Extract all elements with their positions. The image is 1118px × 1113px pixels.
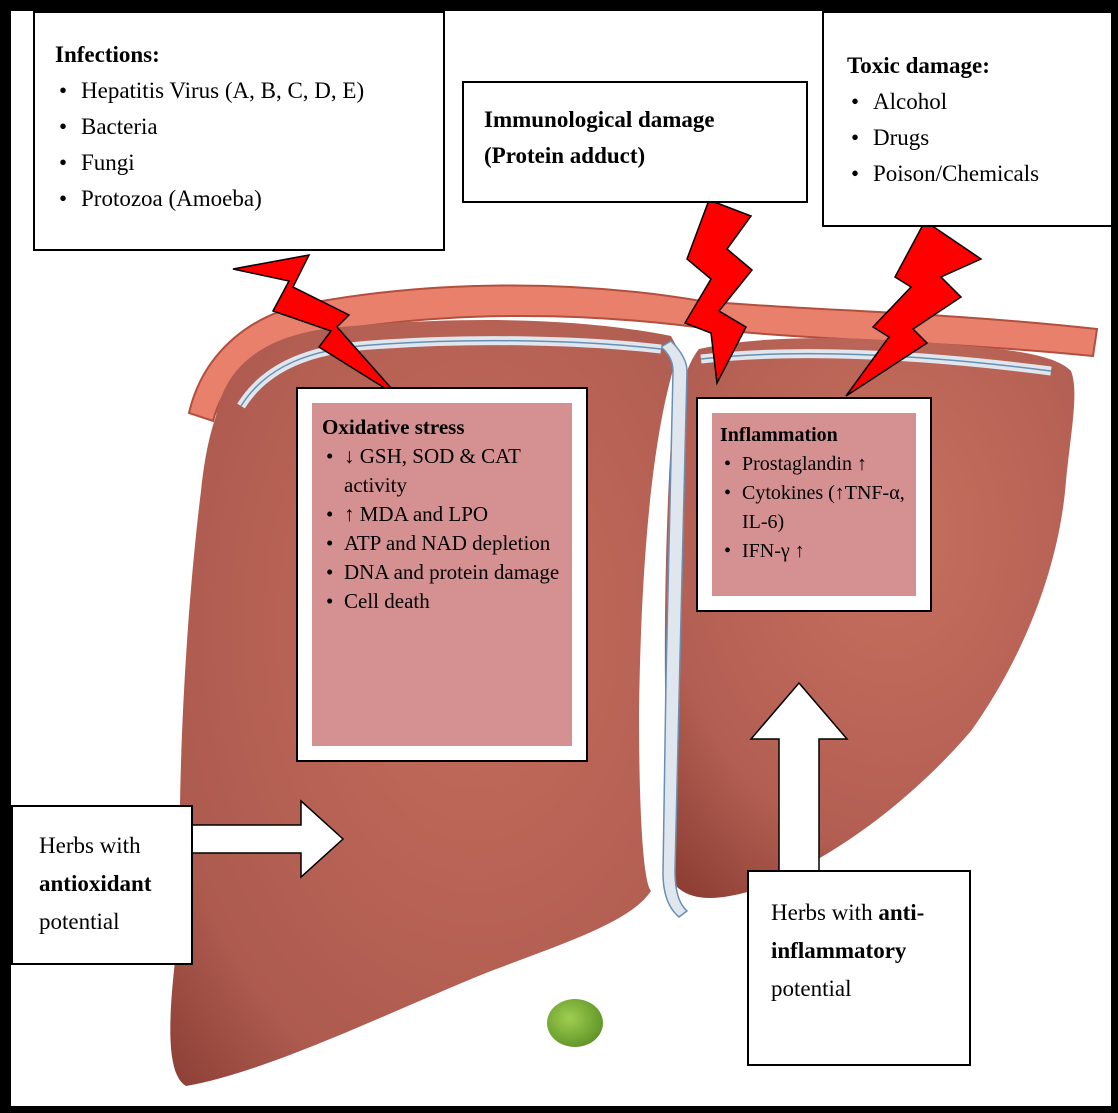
oxidative-item-mda-lpo: ↑ MDA and LPO bbox=[322, 500, 562, 529]
oxidative-stress-list: ↓ GSH, SOD & CAT activity ↑ MDA and LPO … bbox=[322, 442, 562, 616]
gallbladder bbox=[547, 999, 603, 1047]
oxidative-stress-box: Oxidative stress ↓ GSH, SOD & CAT activi… bbox=[296, 387, 588, 762]
inflammation-item-ifn: IFN-γ ↑ bbox=[720, 537, 910, 566]
inflammation-list: Prostaglandin ↑ Cytokines (↑TNF-α, IL-6)… bbox=[720, 450, 910, 566]
herbs-antioxidant-line3: potential bbox=[39, 903, 191, 941]
infection-item-fungi: Fungi bbox=[55, 145, 443, 181]
toxic-item-poison: Poison/Chemicals bbox=[847, 156, 1111, 192]
herbs-anti-inflammatory-box: Herbs with anti- inflammatory potential bbox=[747, 870, 971, 1066]
herbs-anti-inflammatory-line3: potential bbox=[771, 970, 969, 1008]
oxidative-item-cell-death: Cell death bbox=[322, 587, 562, 616]
herbs-anti-inflammatory-prefix: Herbs with bbox=[771, 900, 878, 925]
toxic-box: Toxic damage: Alcohol Drugs Poison/Chemi… bbox=[822, 11, 1111, 227]
immunological-subheading: (Protein adduct) bbox=[484, 138, 806, 174]
oxidative-item-antioxidant-enzymes: ↓ GSH, SOD & CAT activity bbox=[322, 442, 562, 500]
infections-box: Infections: Hepatitis Virus (A, B, C, D,… bbox=[33, 11, 445, 251]
inflammation-box: Inflammation Prostaglandin ↑ Cytokines (… bbox=[696, 397, 932, 612]
toxic-list: Alcohol Drugs Poison/Chemicals bbox=[847, 84, 1111, 192]
inflammation-item-prostaglandin: Prostaglandin ↑ bbox=[720, 450, 910, 479]
infection-item-hepatitis: Hepatitis Virus (A, B, C, D, E) bbox=[55, 73, 443, 109]
inflammation-panel: Inflammation Prostaglandin ↑ Cytokines (… bbox=[712, 413, 916, 596]
herbs-anti-inflammatory-keyword-part2: inflammatory bbox=[771, 932, 969, 970]
herbs-anti-inflammatory-keyword-part1: anti- bbox=[878, 900, 924, 925]
herbs-antioxidant-box: Herbs with antioxidant potential bbox=[11, 805, 193, 965]
immunological-box: Immunological damage (Protein adduct) bbox=[462, 81, 808, 203]
toxic-item-alcohol: Alcohol bbox=[847, 84, 1111, 120]
figure-frame: Infections: Hepatitis Virus (A, B, C, D,… bbox=[11, 11, 1111, 1106]
toxic-item-drugs: Drugs bbox=[847, 120, 1111, 156]
herbs-antioxidant-keyword: antioxidant bbox=[39, 865, 191, 903]
herbs-antioxidant-line1: Herbs with bbox=[39, 827, 191, 865]
oxidative-item-atp-nad: ATP and NAD depletion bbox=[322, 529, 562, 558]
oxidative-item-dna-protein: DNA and protein damage bbox=[322, 558, 562, 587]
oxidative-stress-heading: Oxidative stress bbox=[322, 413, 562, 442]
herbs-anti-inflammatory-line1: Herbs with anti- bbox=[771, 894, 969, 932]
infections-list: Hepatitis Virus (A, B, C, D, E) Bacteria… bbox=[55, 73, 443, 217]
inflammation-item-cytokines: Cytokines (↑TNF-α, IL-6) bbox=[720, 479, 910, 537]
immunological-heading: Immunological damage bbox=[484, 102, 806, 138]
infection-item-protozoa: Protozoa (Amoeba) bbox=[55, 181, 443, 217]
infection-item-bacteria: Bacteria bbox=[55, 109, 443, 145]
oxidative-stress-panel: Oxidative stress ↓ GSH, SOD & CAT activi… bbox=[312, 403, 572, 746]
toxic-heading: Toxic damage: bbox=[847, 48, 1111, 84]
inflammation-heading: Inflammation bbox=[720, 421, 910, 450]
infections-heading: Infections: bbox=[55, 37, 443, 73]
